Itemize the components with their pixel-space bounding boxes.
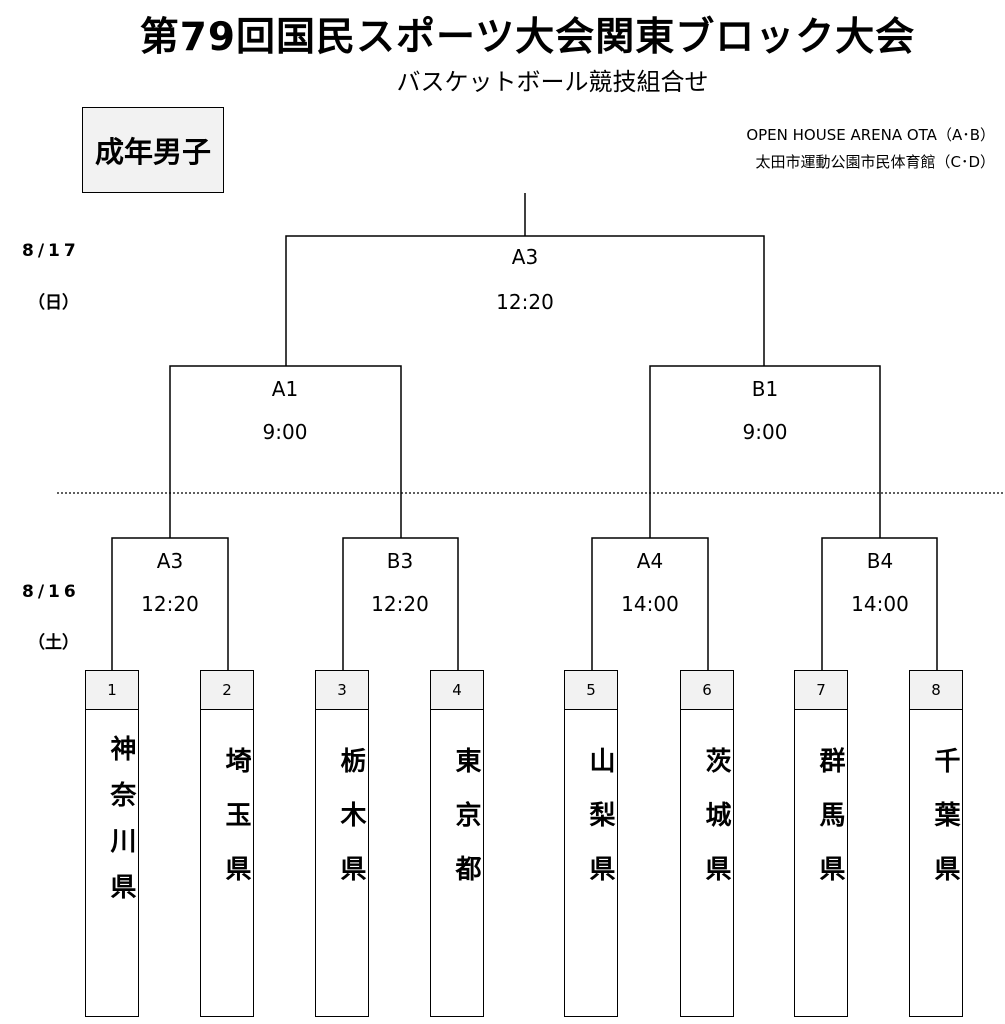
team-number: 2 [201, 671, 253, 710]
team-number: 7 [795, 671, 847, 710]
team-box-8: 8 千葉県 [909, 670, 963, 1017]
day2-weekday: （日） [28, 293, 79, 313]
team-box-6: 6 茨城県 [680, 670, 734, 1017]
r1-court-4: B4 [866, 549, 894, 573]
r1-bracket-2 [342, 537, 459, 670]
r1-time-2: 12:20 [371, 592, 429, 616]
final-bracket [285, 235, 765, 366]
semi-right-court: B1 [751, 377, 779, 401]
team-box-2: 2 埼玉県 [200, 670, 254, 1017]
team-name: 千葉県 [930, 747, 960, 909]
final-time: 12:20 [496, 290, 554, 314]
page-subtitle: バスケットボール競技組合せ [396, 68, 709, 96]
r1-court-1: A3 [156, 549, 184, 573]
category-box: 成年男子 [82, 107, 224, 193]
semi-right-time: 9:00 [742, 420, 788, 444]
r1-time-1: 12:20 [141, 592, 199, 616]
semi-left-court: A1 [271, 377, 299, 401]
day1-date: 8/16 [22, 582, 80, 602]
team-name: 茨城県 [701, 747, 731, 909]
day2-date: 8/17 [22, 241, 80, 261]
semi-left-time: 9:00 [262, 420, 308, 444]
r1-bracket-3 [591, 537, 709, 670]
team-number: 1 [86, 671, 138, 710]
venue-line-1: OPEN HOUSE ARENA OTA（A･B） [746, 126, 995, 144]
team-number: 5 [565, 671, 617, 710]
r1-bracket-1 [111, 537, 229, 670]
venue-line-2: 太田市運動公園市民体育館（C･D） [755, 153, 995, 171]
team-name: 東京都 [451, 747, 481, 909]
team-box-1: 1 神奈川県 [85, 670, 139, 1017]
team-name: 山梨県 [585, 747, 615, 909]
team-number: 8 [910, 671, 962, 710]
team-number: 4 [431, 671, 483, 710]
team-box-5: 5 山梨県 [564, 670, 618, 1017]
final-court: A3 [511, 245, 539, 269]
semi-left-bracket [169, 365, 402, 538]
team-name: 群馬県 [815, 747, 845, 909]
team-name: 埼玉県 [221, 747, 251, 909]
semi-right-bracket [649, 365, 881, 538]
team-number: 6 [681, 671, 733, 710]
r1-time-4: 14:00 [851, 592, 909, 616]
team-box-7: 7 群馬県 [794, 670, 848, 1017]
r1-court-2: B3 [386, 549, 414, 573]
team-number: 3 [316, 671, 368, 710]
r1-time-3: 14:00 [621, 592, 679, 616]
page-title: 第79回国民スポーツ大会関東ブロック大会 [139, 15, 916, 60]
r1-bracket-4 [821, 537, 938, 670]
day1-weekday: （土） [28, 633, 79, 653]
team-name: 神奈川県 [106, 735, 136, 919]
r1-court-3: A4 [636, 549, 664, 573]
team-box-3: 3 栃木県 [315, 670, 369, 1017]
team-name: 栃木県 [336, 747, 366, 909]
team-box-4: 4 東京都 [430, 670, 484, 1017]
